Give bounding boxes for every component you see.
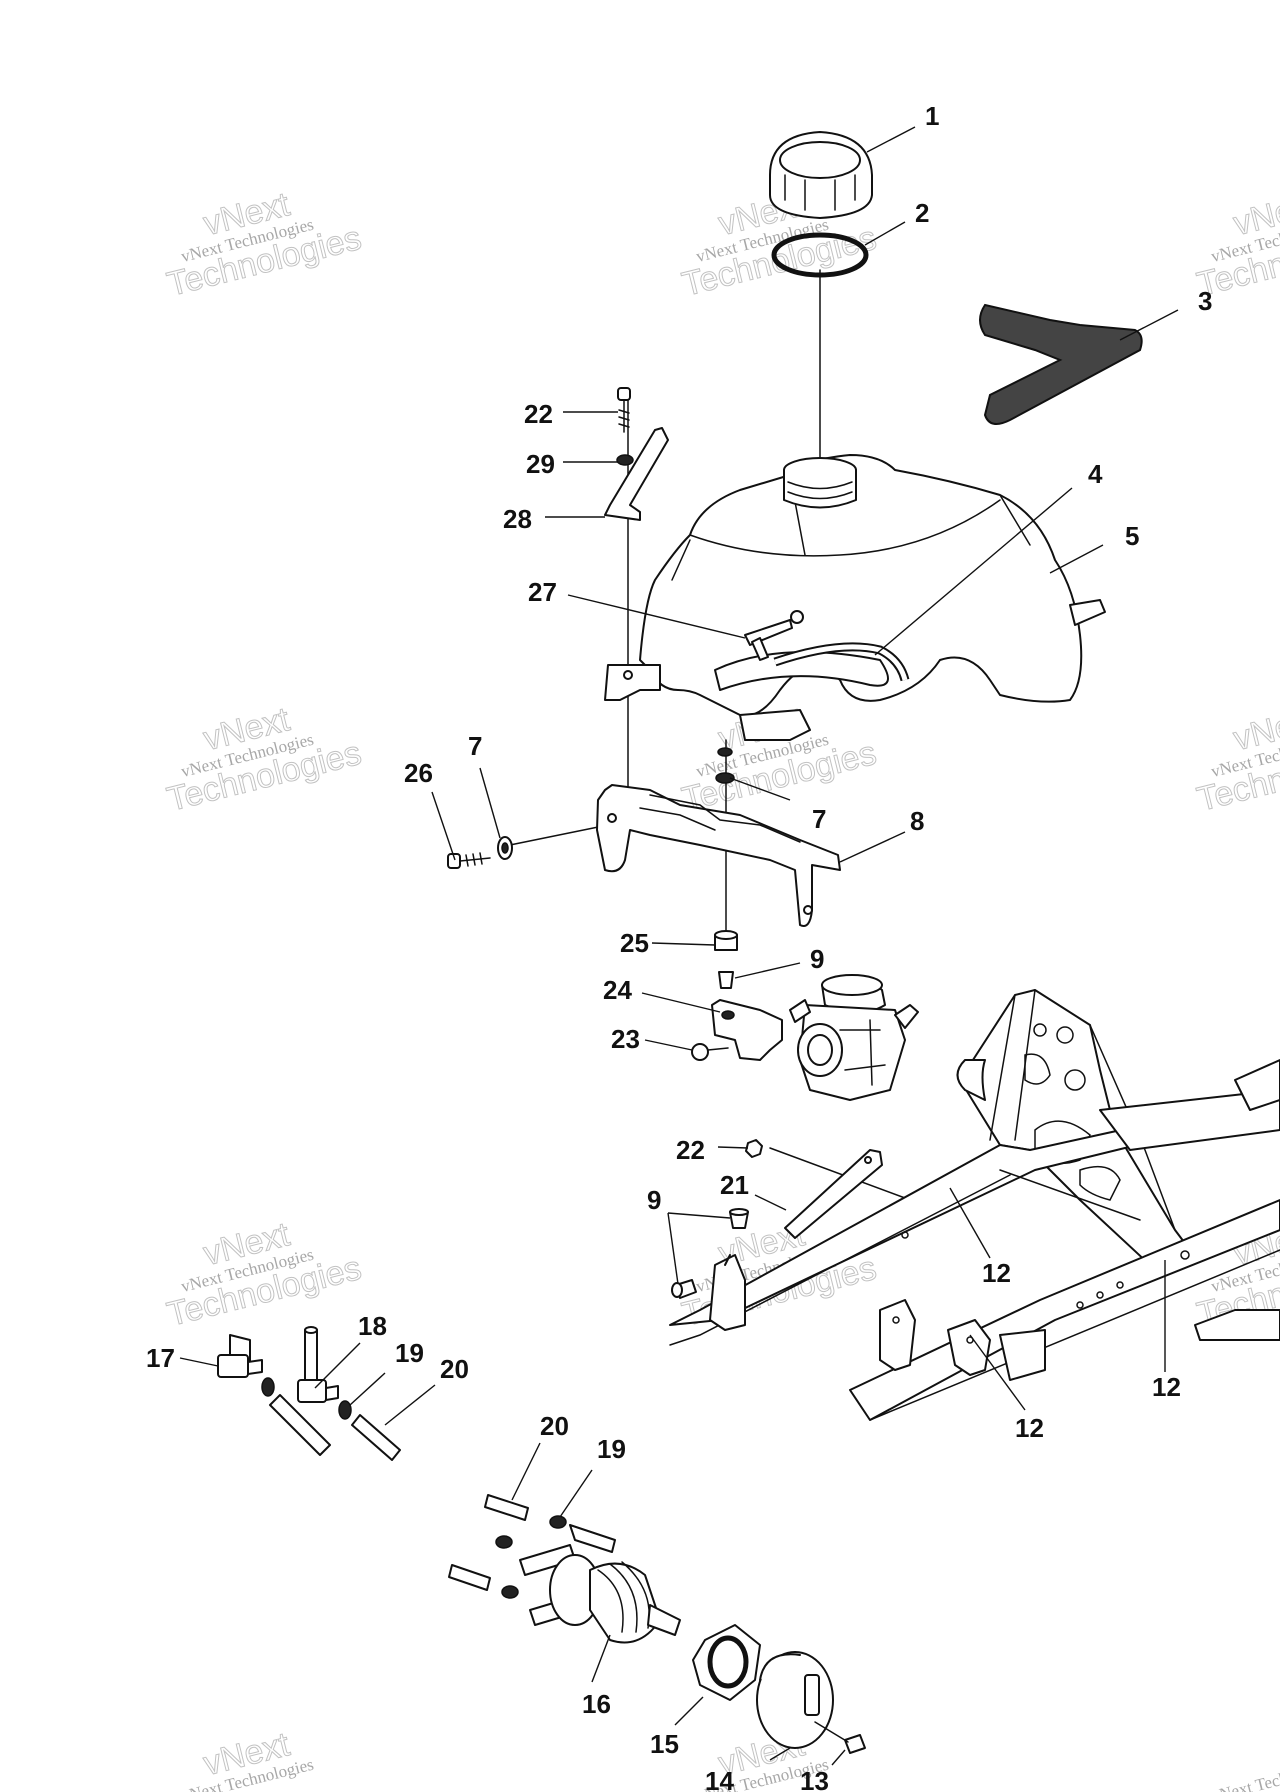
callout-9-upper: 9	[810, 944, 824, 974]
upper-washer	[616, 454, 634, 466]
fitting-17	[217, 1334, 263, 1378]
cup-14	[756, 1651, 834, 1749]
upper-bolt	[617, 387, 631, 433]
bracket-21	[784, 1149, 883, 1239]
callout-2: 2	[915, 198, 929, 228]
callout-8: 8	[910, 806, 924, 836]
screw-13	[814, 1721, 866, 1754]
callout-19-upper: 19	[395, 1338, 424, 1368]
watermark-5: vNext vNext Technologies Technologies	[678, 700, 881, 820]
callout-5: 5	[1125, 521, 1139, 551]
grommet-25	[714, 930, 738, 951]
callout-28: 28	[503, 504, 532, 534]
callout-1: 1	[925, 101, 939, 131]
watermark-line2: vNext Technologies	[1209, 1755, 1280, 1792]
callout-14: 14	[705, 1766, 734, 1792]
callout-18: 18	[358, 1311, 387, 1341]
callout-22-upper: 22	[524, 399, 553, 429]
fuel-valve	[519, 1524, 681, 1644]
watermark-7: vNext vNext Technologies Technologies	[163, 1215, 366, 1335]
callout-4: 4	[1088, 459, 1103, 489]
hose-20-upper	[269, 1394, 401, 1461]
callout-12-b: 12	[1015, 1413, 1044, 1443]
washer-7-right	[715, 747, 735, 784]
callout-19-lower: 19	[597, 1434, 626, 1464]
callout-12-c: 12	[1152, 1372, 1181, 1402]
fitting-18	[297, 1326, 339, 1403]
frame	[669, 989, 1280, 1421]
watermark-12: vNext Technologies	[1209, 1755, 1280, 1792]
clamp-19-upper	[261, 1377, 352, 1420]
mounting-bracket	[596, 784, 841, 927]
carb-bracket-24	[711, 999, 783, 1061]
callout-24: 24	[603, 975, 632, 1005]
washer-7-left	[497, 836, 513, 860]
callout-17: 17	[146, 1343, 175, 1373]
watermark-10: vNext vNext Technologies	[179, 1725, 315, 1792]
foam-pad	[979, 303, 1143, 425]
callout-21: 21	[720, 1170, 749, 1200]
fuel-tank	[604, 454, 1106, 741]
callout-16: 16	[582, 1689, 611, 1719]
callout-23: 23	[611, 1024, 640, 1054]
watermark-4: vNext vNext Technologies Technologies	[163, 700, 366, 820]
callout-27: 27	[528, 577, 557, 607]
tank-bracket	[604, 427, 669, 521]
callout-9-lower: 9	[647, 1185, 661, 1215]
callout-22-lower: 22	[676, 1135, 705, 1165]
carburetor	[789, 974, 919, 1101]
leader-lines	[179, 126, 1179, 1766]
callouts: 1 2 3 4 5 22 29 28 27 26 7 7 8 25 9 24 2…	[146, 101, 1212, 1792]
hose-20-lower	[448, 1494, 529, 1591]
clamp-19-lower	[495, 1515, 567, 1599]
callout-7-left: 7	[468, 731, 482, 761]
nut-15	[692, 1624, 761, 1701]
watermark-6: vNext vNext Technologies Technologies	[1193, 700, 1280, 820]
vent-hose	[773, 642, 910, 682]
callout-26: 26	[404, 758, 433, 788]
callout-12-a: 12	[982, 1258, 1011, 1288]
callout-25: 25	[620, 928, 649, 958]
callout-15: 15	[650, 1729, 679, 1759]
callout-20-upper: 20	[440, 1354, 469, 1384]
o-ring	[771, 232, 869, 278]
screw-23	[691, 1043, 729, 1061]
nut-22-lower	[745, 1139, 763, 1158]
callout-13: 13	[800, 1766, 829, 1792]
callout-3: 3	[1198, 286, 1212, 316]
callout-20-lower: 20	[540, 1411, 569, 1441]
watermark-3: vNext vNext Technologies Technologies	[1193, 185, 1280, 305]
watermark-1: vNext vNext Technologies Technologies	[163, 185, 366, 305]
collar-9-lower	[671, 1208, 749, 1299]
elbow-fitting	[744, 610, 804, 661]
callout-29: 29	[526, 449, 555, 479]
bolt-26	[447, 852, 491, 869]
fuel-cap	[769, 131, 873, 219]
callout-7-right: 7	[812, 804, 826, 834]
collar-9-upper	[718, 971, 734, 989]
